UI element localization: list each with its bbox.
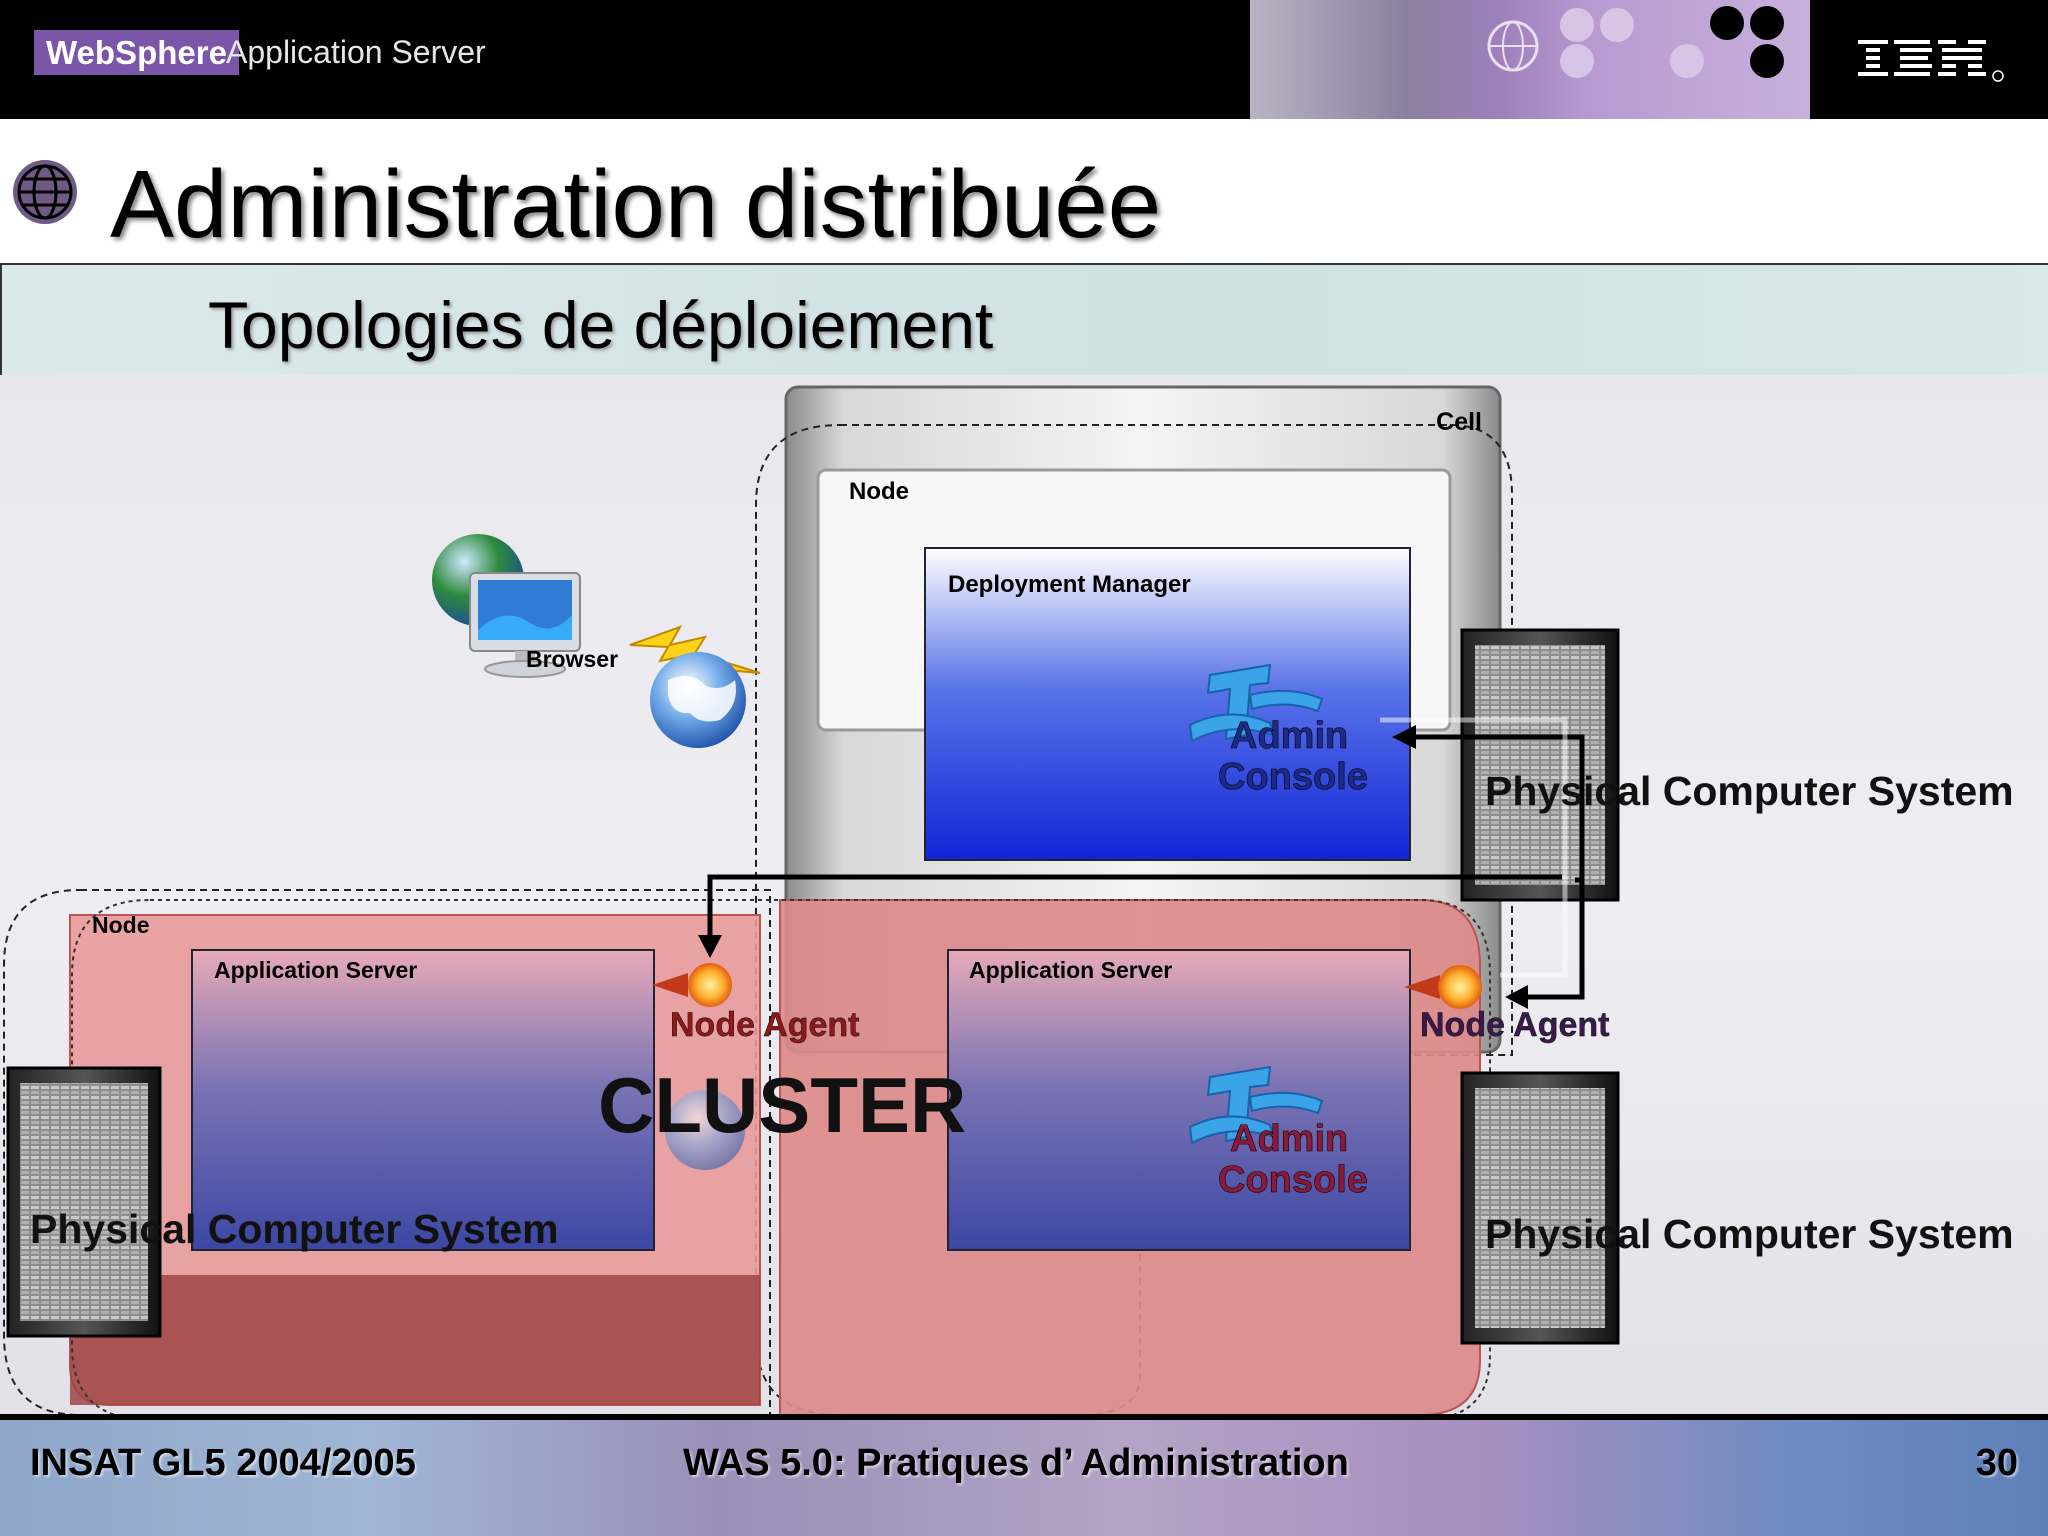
globe-icon [665,1090,745,1170]
cluster-label: CLUSTER [598,1061,966,1149]
footer-course: INSAT GL5 2004/2005 [30,1442,416,1484]
admin-console-icon [1188,663,1324,743]
deployment-manager-label: Deployment Manager [948,571,1191,598]
slide-subtitle: Topologies de déploiement [208,288,994,362]
footer-title: WAS 5.0: Pratiques d’ Administration [683,1442,1349,1484]
collage-dot [1750,44,1784,78]
header-divider [0,119,2048,123]
cell-label: Cell [1436,408,1482,436]
admin-console-label-top-2: Console [1218,756,1368,798]
footer-bar [0,1420,2048,1536]
node-agent-left-label: Node Agent [670,1006,860,1044]
arrow-heads [698,725,1528,1009]
connection-shadow [1380,717,1568,978]
server-rack-icon [1460,628,1620,902]
ibm-logo [1858,40,2004,82]
node-label-bottom: Node [92,912,150,938]
app-server-right-label: Application Server [969,957,1172,983]
slide-title: Administration distribuée [110,151,1162,258]
globe-icon [1487,20,1539,72]
node-agent-right-icon [1404,965,1482,1009]
cluster-boundary [71,899,1491,1415]
pcs-label-top-right: Physical Computer System [1485,768,2014,814]
admin-console-label-bottom-2: Console [1218,1159,1368,1201]
cell-boundary [755,424,1513,1415]
globe-icon [13,160,77,224]
server-rack-icon [1460,1071,1620,1345]
collage-dot [1600,8,1634,42]
title-band [0,123,2048,263]
collage-dot [1710,6,1744,40]
admin-console-icon [1188,1065,1324,1145]
pcs-label-bottom-left: Physical Computer System [30,1206,559,1252]
connection-lines [707,734,1585,1000]
collage-dot [1670,44,1704,78]
node-label-top: Node [849,478,909,505]
browser-label: Browser [526,646,618,672]
internet-globe-icon [650,652,746,748]
header-collage-image [1250,0,1810,119]
admin-console-label-bottom-1: Admin [1230,1118,1348,1160]
left-node-shadow [70,1275,760,1405]
collage-dot [1750,6,1784,40]
admin-console-label-top-1: Admin [1230,715,1348,757]
footer-divider [0,1414,2048,1420]
app-server-left-label: Application Server [214,957,417,983]
collage-dot [1560,8,1594,42]
page-number: 30 [1975,1442,2018,1484]
app-server-left-box [191,949,655,1251]
node-agent-right-label: Node Agent [1420,1006,1610,1044]
subtitle-band [0,263,2048,377]
product-label: Application Server [226,34,486,70]
lightning-icon [629,625,761,674]
node-agent-left-icon [652,963,732,1007]
topology-diagram: Cell Node Deployment Manager Browser Adm… [3,385,2014,1415]
deployment-manager-box [924,547,1411,861]
brand-label: WebSphere [34,30,239,75]
collage-dot [1560,44,1594,78]
app-server-right-box [947,949,1411,1251]
server-rack-icon [6,1066,162,1338]
left-node-boundary [3,889,771,1415]
browser-icon [432,534,581,678]
pcs-label-bottom-right: Physical Computer System [1485,1211,2014,1257]
